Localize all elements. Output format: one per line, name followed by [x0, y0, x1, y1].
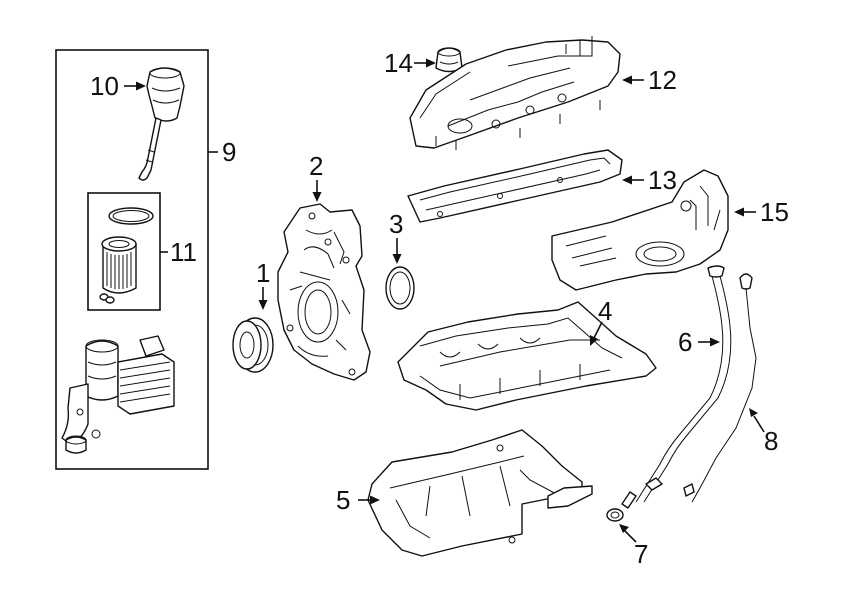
- dipstick-part: [683, 273, 757, 503]
- callout-4: 4: [598, 296, 612, 326]
- callout-13: 13: [648, 165, 677, 195]
- callout-2: 2: [309, 151, 323, 181]
- gasket-ring-part: [385, 266, 415, 310]
- callout-9: 9: [222, 137, 236, 167]
- callout-3: 3: [389, 209, 403, 239]
- leader-lines: [124, 58, 765, 543]
- intake-manifold-part: [551, 169, 729, 291]
- crank-seal-part: [232, 317, 274, 373]
- seal-ring-part: [606, 508, 624, 522]
- oil-filter-cap-part: [138, 67, 185, 181]
- lower-oil-pan-part: [367, 429, 593, 557]
- callout-5: 5: [336, 485, 350, 515]
- dipstick-tube-part: [621, 265, 732, 509]
- oil-filler-cap-part: [435, 47, 463, 73]
- oil-filter-element-part: [99, 207, 154, 304]
- callout-11: 11: [170, 237, 197, 267]
- callout-14: 14: [384, 48, 413, 78]
- callout-7: 7: [634, 539, 648, 569]
- callout-10: 10: [90, 71, 119, 101]
- group-9-frame: [55, 49, 209, 470]
- valve-cover-part: [409, 36, 621, 150]
- timing-cover-part: [277, 203, 371, 381]
- callout-15: 15: [760, 197, 789, 227]
- callout-6: 6: [678, 327, 692, 357]
- callout-8: 8: [764, 426, 778, 456]
- upper-oil-pan-part: [397, 301, 657, 411]
- valve-cover-gasket-part: [407, 149, 623, 223]
- callout-1: 1: [256, 258, 270, 288]
- oil-filter-housing-part: [61, 335, 175, 454]
- callout-12: 12: [648, 65, 677, 95]
